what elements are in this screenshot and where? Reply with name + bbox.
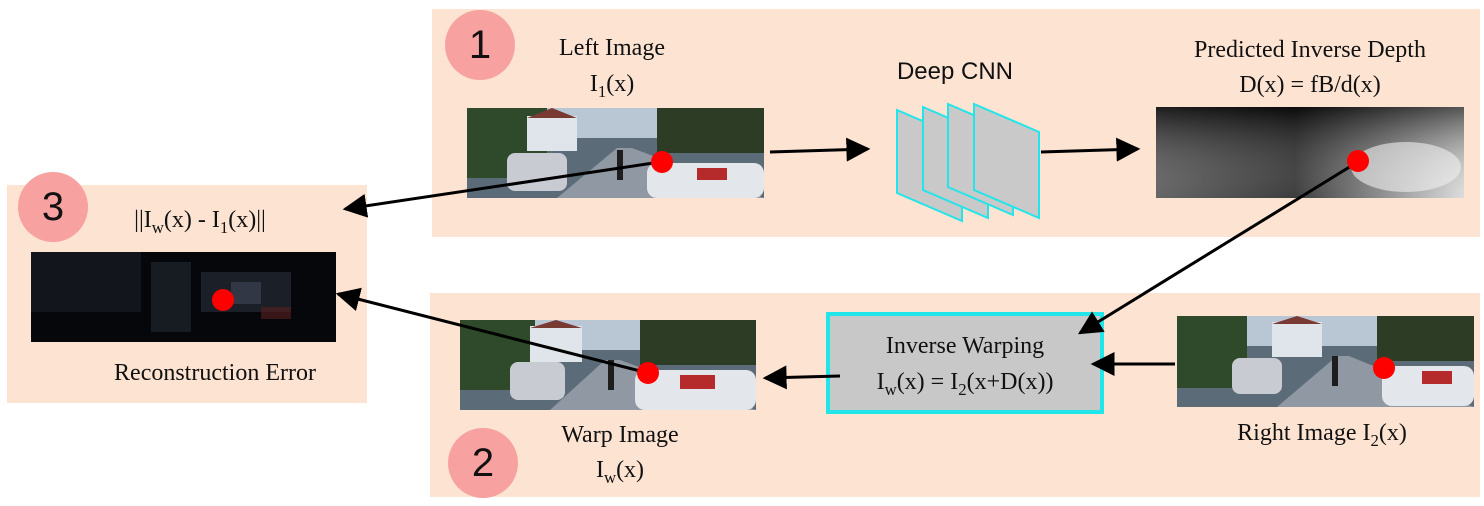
warp-image-title: Warp Image xyxy=(561,422,679,448)
error-formula: ||Iw(x) - I1(x)|| xyxy=(134,207,266,237)
left-image-equation: I1(x) xyxy=(589,71,635,101)
step-badge-1: 1 xyxy=(445,10,515,80)
error-image xyxy=(31,252,336,342)
step-badge-2: 2 xyxy=(448,428,518,498)
predicted-depth-image xyxy=(1156,107,1464,198)
warp-image-equation: Iw(x) xyxy=(595,457,645,487)
reconstruction-error-label: Reconstruction Error xyxy=(114,360,316,386)
depth-equation: D(x) = fB/d(x) xyxy=(1239,72,1381,98)
step-badge-3: 3 xyxy=(18,172,88,242)
inverse-warping-box xyxy=(826,312,1104,414)
right-image xyxy=(1177,316,1474,407)
inverse-warping-title: Inverse Warping xyxy=(885,333,1045,359)
left-image xyxy=(467,108,764,198)
left-image-title: Left Image xyxy=(559,35,665,61)
right-image-label: Right Image I2(x) xyxy=(1237,420,1407,450)
depth-title: Predicted Inverse Depth xyxy=(1194,37,1426,63)
deep-cnn-label: Deep CNN xyxy=(896,58,1014,85)
warp-image xyxy=(460,320,756,410)
inverse-warping-equation: Iw(x) = I2(x+D(x)) xyxy=(876,369,1054,399)
